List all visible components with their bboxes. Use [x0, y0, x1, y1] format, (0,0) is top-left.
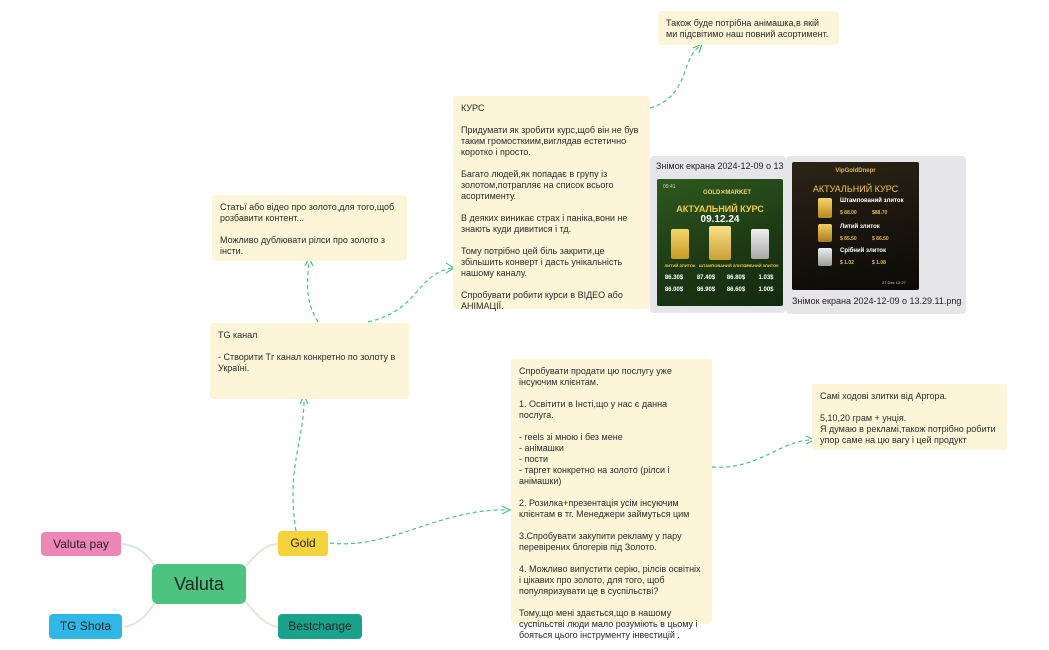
poster-timestamp: 27 Dec 12:27 — [882, 280, 906, 285]
poster-item-cast: Литий злиток — [840, 224, 880, 230]
arrow-head-animation — [692, 42, 703, 54]
poster-label-silver: СРІБНИЙ ЗЛИТОК — [743, 263, 779, 268]
poster-date: 09.12.24 — [700, 214, 740, 225]
gold-bar-stamped — [709, 226, 731, 260]
gold-bar-stamped — [818, 198, 832, 218]
image-caption: Знімок екрана 2024-12-09 о 13.29.11.png — [792, 296, 962, 306]
edge-tg-channel-articles — [306, 261, 319, 323]
edge-root-gold — [243, 543, 280, 569]
edge-root-bestchange — [243, 599, 280, 628]
poster-brand: VipGoldDnepr — [835, 168, 876, 174]
gold-bar-cast — [671, 229, 689, 259]
image-attachment-vip-gold-dnepr[interactable]: VipGoldDnepr АКТУАЛЬНИЙ КУРС Штампований… — [786, 156, 966, 314]
vip-gold-poster: VipGoldDnepr АКТУАЛЬНИЙ КУРС Штампований… — [792, 162, 919, 290]
poster-price: 1.03$ — [758, 275, 774, 281]
poster-price: $ 88.00 — [840, 210, 857, 216]
root-topic-valuta[interactable]: Valuta — [152, 564, 246, 604]
topic-gold[interactable]: Gold — [278, 531, 328, 556]
silver-bar — [751, 229, 769, 259]
poster-label-stamped: ШТАМПОВАНИЙ ЗЛИТОК — [699, 263, 749, 268]
poster-headline: АКТУАЛЬНИЙ КУРС — [676, 204, 764, 214]
note-animation[interactable]: Також буде потрібна анімашка,в якій ми п… — [658, 11, 839, 45]
silver-bar — [818, 248, 832, 266]
arrow-head-sell-service — [501, 505, 512, 515]
poster-price: $ 85.50 — [840, 236, 857, 242]
poster-price: 1.00$ — [758, 287, 774, 293]
image-attachment-gold-market[interactable]: Знімок екрана 2024-12-09 о 13. 09:41 GOL… — [650, 156, 786, 313]
poster-item-stamped: Штампований злиток — [840, 198, 904, 204]
poster-corner-time: 09:41 — [663, 184, 676, 190]
edge-tg-channel-kurs — [367, 267, 453, 323]
edge-gold-tg-channel — [292, 399, 305, 532]
gold-bar-cast — [818, 224, 832, 242]
poster-price: 86.60$ — [726, 287, 746, 293]
note-kurs[interactable]: КУРС Придумати як зробити курс,щоб він н… — [453, 96, 650, 311]
edge-gold-sell-service — [329, 509, 509, 545]
gold-market-poster: 09:41 GOLD✕MARKET АКТУАЛЬНИЙ КУРС 09.12.… — [657, 179, 783, 306]
poster-brand: GOLD✕MARKET — [702, 190, 752, 196]
poster-price: 86.30$ — [664, 275, 684, 281]
note-sell-service[interactable]: Спробувати продати цю послугу уже інсуюч… — [511, 359, 712, 640]
poster-price: 86.80$ — [726, 275, 746, 281]
poster-price: $ 1.02 — [840, 260, 854, 266]
note-tg-channel[interactable]: TG канал - Створити Тг канал конкретно п… — [210, 323, 409, 399]
topic-valuta-pay[interactable]: Valuta pay — [41, 532, 121, 556]
topic-tg-shota[interactable]: TG Shota — [49, 614, 122, 639]
edge-sell-service-argor — [711, 439, 813, 468]
note-argor[interactable]: Самі ходові злитки від Аргора. 5,10,20 г… — [812, 384, 1007, 450]
poster-price: $88.70 — [872, 210, 888, 216]
edge-kurs-animation — [649, 45, 701, 109]
poster-price: 87.40$ — [696, 275, 716, 281]
note-articles[interactable]: Статьї або відео про золото,для того,щоб… — [212, 195, 407, 261]
image-caption: Знімок екрана 2024-12-09 о 13. — [656, 161, 784, 171]
poster-price: $ 86.50 — [872, 236, 889, 242]
topic-bestchange[interactable]: Bestchange — [278, 614, 362, 639]
poster-label-cast: ЛИТИЙ ЗЛИТОК — [664, 263, 696, 268]
poster-price: $ 1.08 — [872, 260, 886, 266]
poster-item-silver: Срібний злиток — [840, 248, 886, 254]
poster-headline: АКТУАЛЬНИЙ КУРС — [812, 184, 899, 194]
poster-price: 86.00$ — [664, 287, 684, 293]
poster-price: 86.90$ — [696, 287, 716, 293]
